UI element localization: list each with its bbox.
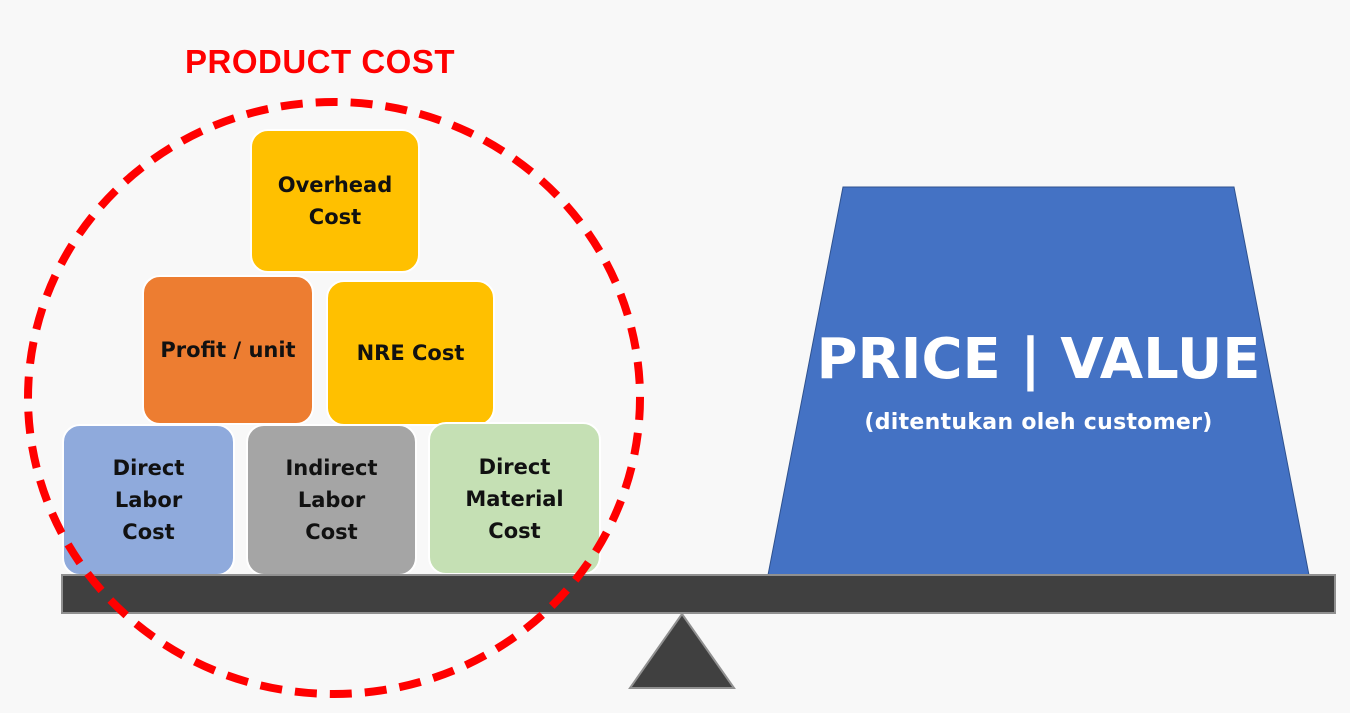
nre-cost-label: NRE Cost	[356, 341, 465, 365]
overhead-cost-line-1: Overhead	[277, 173, 393, 197]
fulcrum-triangle	[628, 612, 736, 689]
overhead-cost-line-2: Cost	[308, 205, 362, 229]
indirect-labor-line-1: Indirect	[285, 456, 378, 480]
price-value-subtitle: (ditentukan oleh customer)	[864, 410, 1213, 435]
price-value-title: PRICE | VALUE	[816, 327, 1261, 392]
nre-cost-block: NRE Cost	[326, 280, 495, 426]
product-cost-title: PRODUCT COST	[185, 43, 455, 80]
direct-labor-line-1: Direct	[112, 456, 185, 480]
direct-material-line-1: Direct	[478, 454, 551, 479]
scale-fulcrum	[628, 612, 736, 690]
indirect-labor-cost-block: Indirect Labor Cost	[246, 424, 417, 576]
direct-labor-cost-block: Direct Labor Cost	[62, 424, 235, 576]
direct-material-cost-block: Direct Material Cost	[428, 422, 601, 575]
profit-per-unit-block: Profit / unit	[142, 275, 314, 425]
direct-labor-line-3: Cost	[122, 520, 175, 544]
profit-per-unit-label: Profit / unit	[160, 338, 296, 362]
direct-labor-line-2: Labor	[114, 488, 183, 512]
indirect-labor-line-2: Labor	[297, 488, 366, 512]
indirect-labor-line-3: Cost	[305, 520, 358, 544]
direct-material-line-3: Cost	[488, 518, 541, 543]
overhead-cost-block: Overhead Cost	[250, 129, 420, 273]
scale-beam	[61, 574, 1336, 614]
direct-material-line-2: Material	[465, 486, 564, 511]
